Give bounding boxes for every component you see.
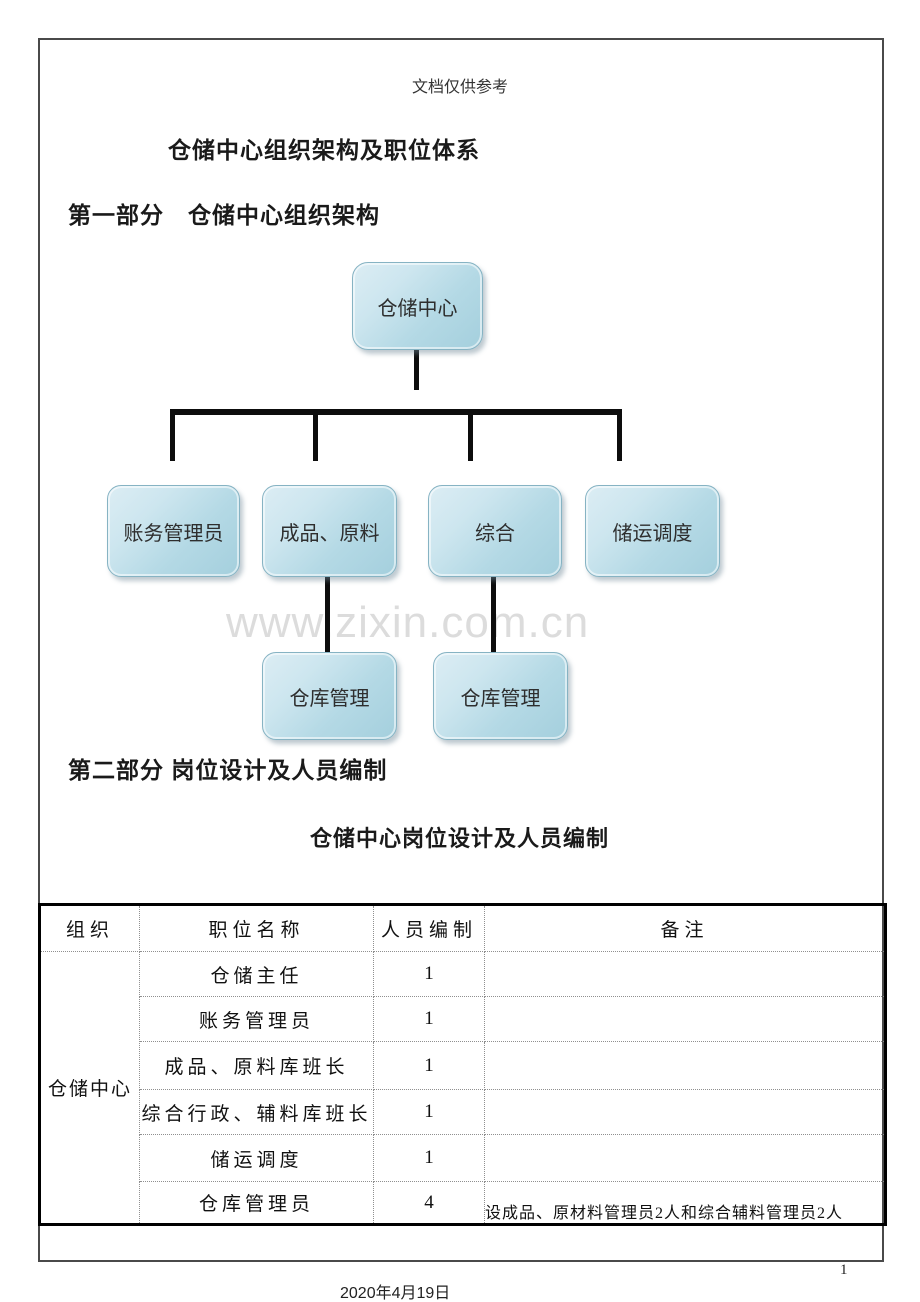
note-cell bbox=[484, 1041, 886, 1090]
table-title: 仓储中心岗位设计及人员编制 bbox=[310, 826, 610, 851]
org-box-warehouse-mgmt-2-label: 仓库管理 bbox=[460, 687, 541, 710]
footer-date: 2020年4月19日 bbox=[340, 1285, 451, 1302]
table-row: 账务管理员 1 bbox=[40, 996, 886, 1042]
connector-stub-3 bbox=[468, 409, 473, 461]
table-row: 储运调度 1 bbox=[40, 1134, 886, 1182]
org-box-accounts: 账务管理员 bbox=[107, 485, 240, 577]
position-cell: 仓库管理员 bbox=[139, 1181, 374, 1225]
connector-level3-left bbox=[325, 577, 330, 652]
col-header-headcount: 人员编制 bbox=[373, 904, 485, 952]
col-header-position: 职位名称 bbox=[139, 904, 374, 952]
headcount-cell: 1 bbox=[373, 1041, 485, 1090]
table-row: 成品、原料库班长 1 bbox=[40, 1041, 886, 1090]
org-box-accounts-label: 账务管理员 bbox=[123, 522, 224, 545]
connector-stub-1 bbox=[170, 409, 175, 461]
position-cell: 储运调度 bbox=[139, 1134, 374, 1182]
headcount-cell: 1 bbox=[373, 1089, 485, 1135]
watermark-text: www.zixin.com.cn bbox=[226, 598, 590, 647]
position-cell: 成品、原料库班长 bbox=[139, 1041, 374, 1090]
org-box-finished-raw-label: 成品、原料 bbox=[279, 522, 380, 545]
connector-root-vertical bbox=[414, 350, 419, 390]
page-number: 1 bbox=[840, 1262, 848, 1278]
org-box-dispatch: 储运调度 bbox=[585, 485, 720, 577]
org-box-warehouse-mgmt-1-label: 仓库管理 bbox=[289, 687, 370, 710]
part2-heading: 第二部分 岗位设计及人员编制 bbox=[68, 757, 388, 783]
table-row: 仓储中心 仓储主任 1 bbox=[39, 951, 886, 1225]
headcount-cell: 1 bbox=[373, 1134, 485, 1182]
org-box-warehouse-mgmt-2: 仓库管理 bbox=[433, 652, 568, 740]
note-cell bbox=[484, 1089, 886, 1135]
headcount-cell: 1 bbox=[373, 996, 485, 1042]
connector-horizontal-bar bbox=[170, 409, 622, 415]
table-header-row: 组织 职位名称 人员编制 备注 bbox=[39, 904, 886, 952]
header-note: 文档仅供参考 bbox=[411, 79, 508, 96]
headcount-cell: 4 bbox=[373, 1181, 485, 1225]
connector-stub-2 bbox=[313, 409, 318, 461]
org-box-general: 综合 bbox=[428, 485, 562, 577]
org-box-warehouse-mgmt-1: 仓库管理 bbox=[262, 652, 397, 740]
org-box-root-label: 仓储中心 bbox=[377, 297, 458, 320]
org-box-general-label: 综合 bbox=[475, 522, 515, 545]
connector-level3-right bbox=[491, 577, 496, 652]
org-box-dispatch-label: 储运调度 bbox=[612, 522, 693, 545]
note-cell bbox=[484, 951, 886, 997]
connector-stub-4 bbox=[617, 409, 622, 461]
page-border-frame bbox=[38, 38, 884, 1262]
org-box-finished-raw: 成品、原料 bbox=[262, 485, 397, 577]
staffing-table: 组织 职位名称 人员编制 备注 仓储中心 仓储主任 1 账务管理员 1 成品、原… bbox=[38, 903, 887, 1226]
org-box-root: 仓储中心 bbox=[352, 262, 483, 350]
document-title: 仓储中心组织架构及职位体系 bbox=[168, 137, 480, 163]
part1-heading: 第一部分 仓储中心组织架构 bbox=[68, 202, 380, 228]
position-cell: 综合行政、辅料库班长 bbox=[139, 1089, 374, 1135]
note-cell bbox=[484, 996, 886, 1042]
org-cell: 仓储中心 bbox=[39, 951, 140, 1225]
headcount-cell: 1 bbox=[373, 951, 485, 997]
note-cell bbox=[484, 1134, 886, 1182]
table-row: 仓库管理员 4 设成品、原材料管理员2人和综合辅料管理员2人 bbox=[40, 1181, 886, 1225]
col-header-organization: 组织 bbox=[39, 904, 140, 952]
note-cell: 设成品、原材料管理员2人和综合辅料管理员2人 bbox=[484, 1181, 886, 1225]
position-cell: 仓储主任 bbox=[139, 951, 374, 997]
position-cell: 账务管理员 bbox=[139, 996, 374, 1042]
col-header-note: 备注 bbox=[484, 904, 886, 952]
table-row: 综合行政、辅料库班长 1 bbox=[40, 1089, 886, 1135]
